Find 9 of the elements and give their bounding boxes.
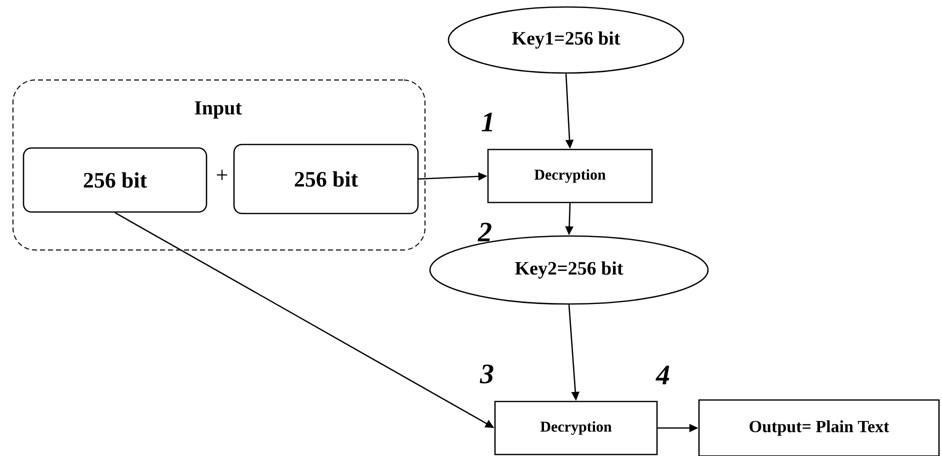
- process-box: Output= Plain Text: [698, 399, 940, 456]
- plus-sign: +: [216, 170, 228, 180]
- input-box: 256 bit: [233, 144, 419, 214]
- step-number: 1: [482, 112, 492, 132]
- process-box: Decryption: [487, 148, 653, 204]
- step-number: 3: [480, 364, 494, 384]
- step-number: 4: [656, 366, 670, 384]
- process-box: Decryption: [494, 400, 658, 456]
- input-box: 256 bit: [22, 147, 208, 213]
